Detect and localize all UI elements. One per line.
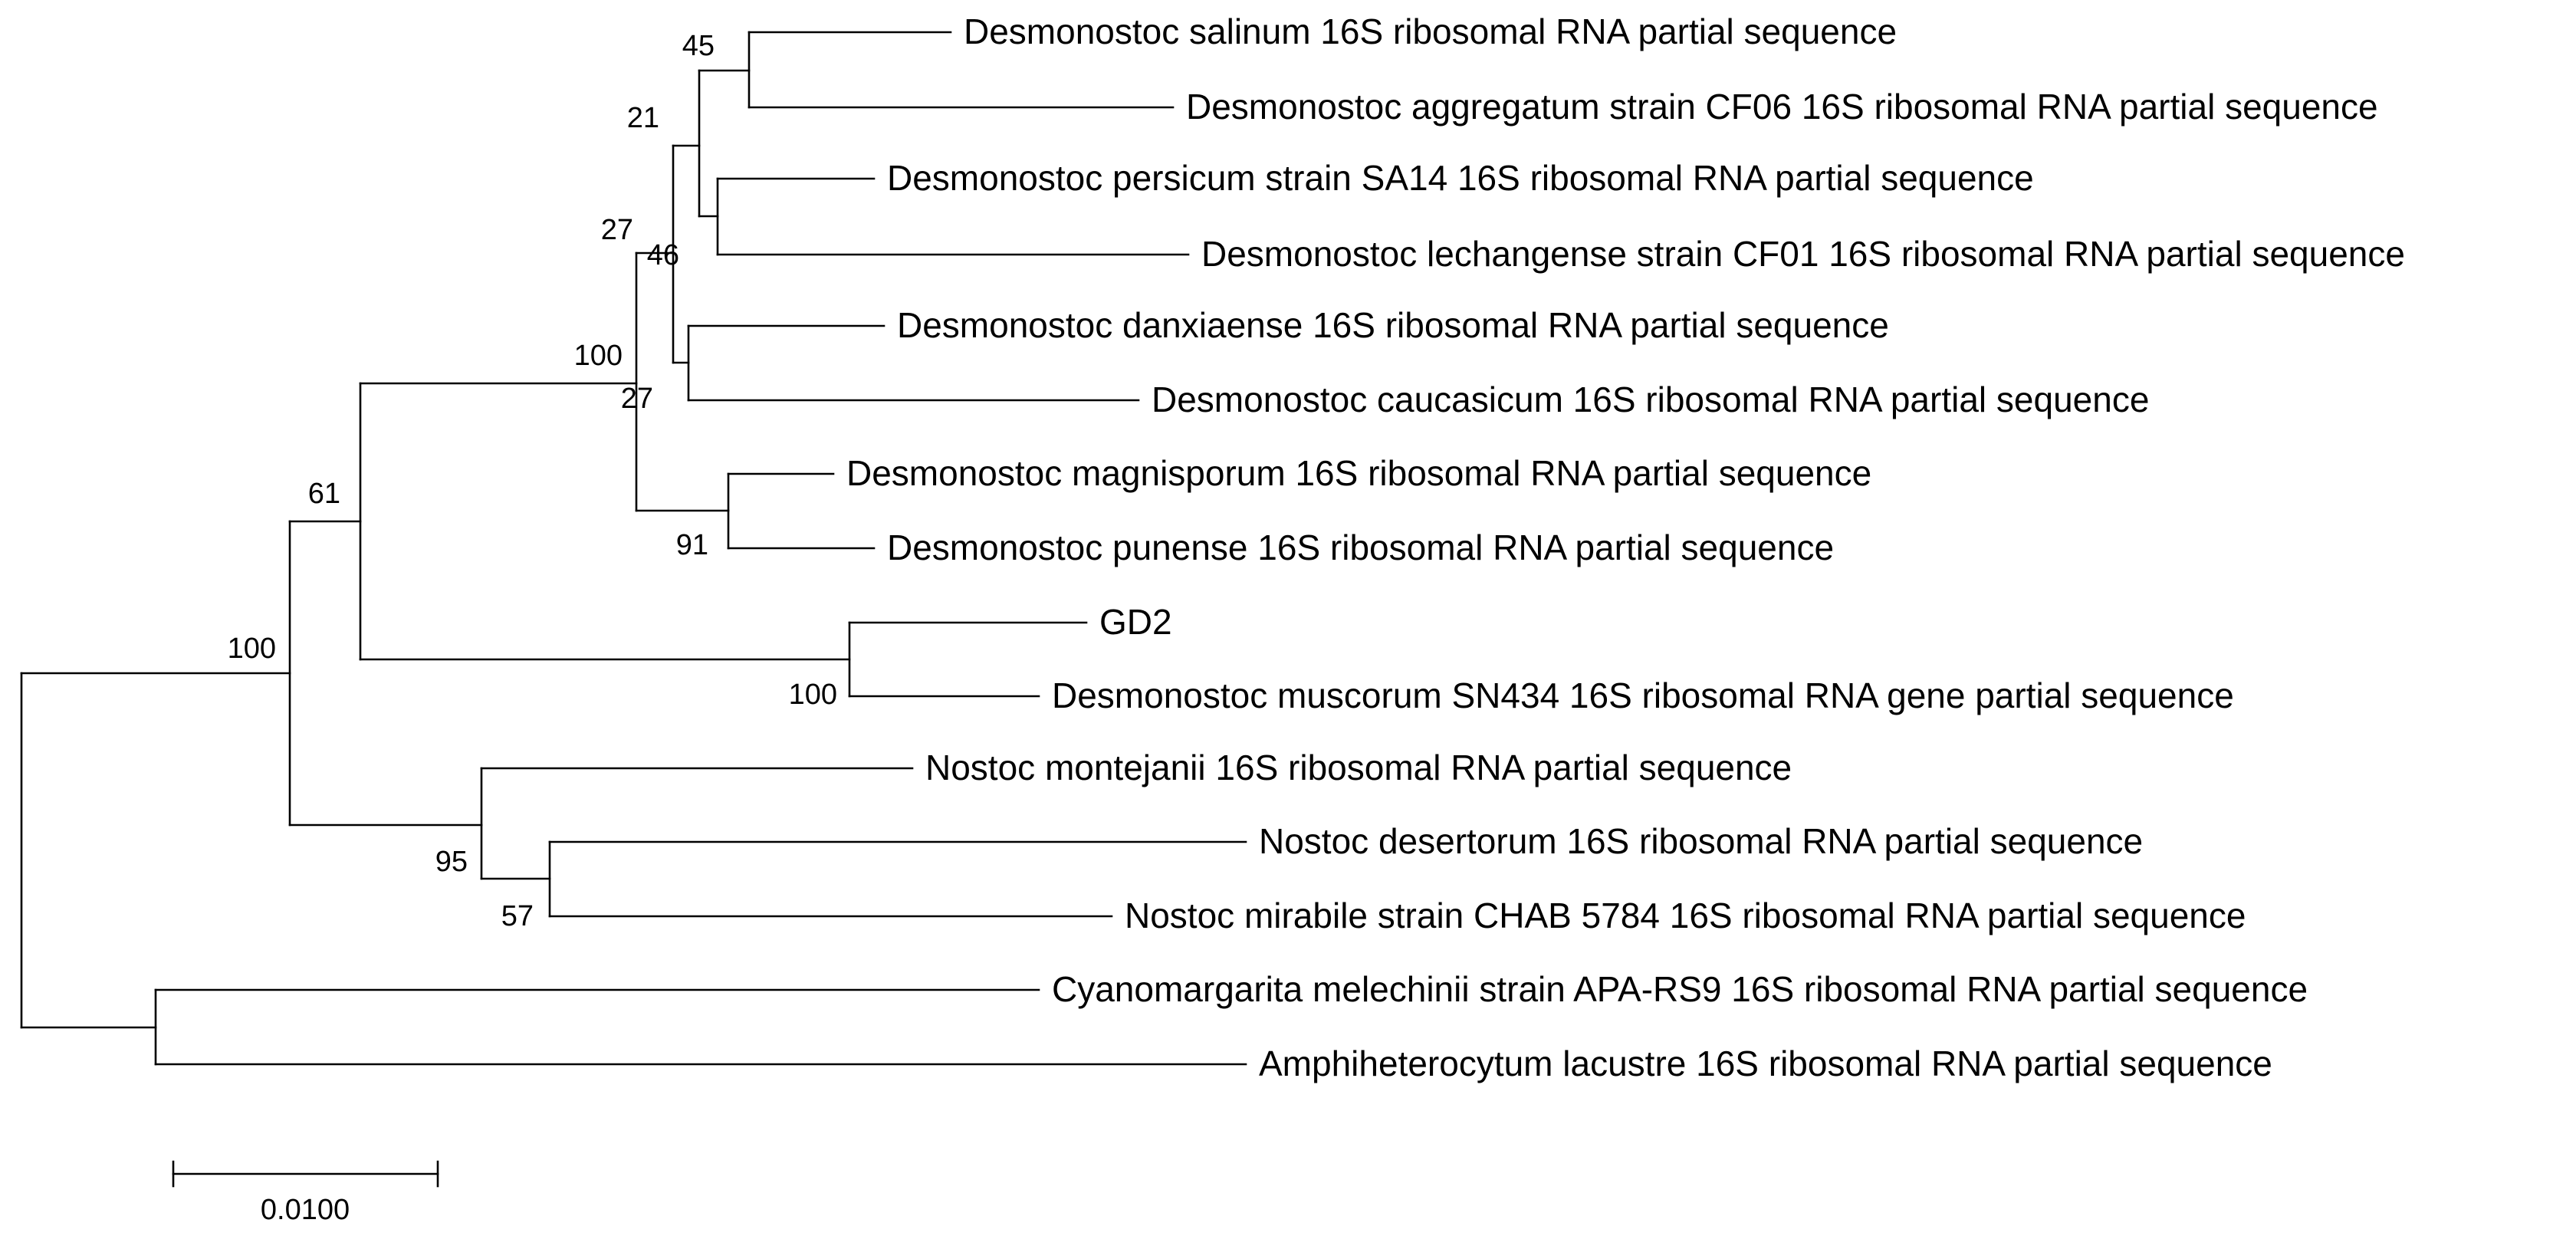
taxon-label: Desmonostoc magnisporum 16S ribosomal RN… — [846, 453, 1871, 493]
scale-bar-label: 0.0100 — [261, 1194, 350, 1226]
bootstrap-value: 57 — [501, 900, 534, 932]
taxon-label: Desmonostoc muscorum SN434 16S ribosomal… — [1052, 676, 2234, 715]
tree-branches — [20, 31, 1247, 1066]
taxon-label: Desmonostoc lechangense strain CF01 16S … — [1201, 234, 2405, 274]
support-values: 45 21 46 27 27 100 91 61 100 100 95 57 — [228, 30, 837, 932]
taxon-label: Amphiheterocytum lacustre 16S ribosomal … — [1259, 1044, 2272, 1083]
bootstrap-value: 100 — [228, 633, 276, 665]
bootstrap-value: 21 — [627, 102, 659, 134]
bootstrap-value: 95 — [435, 846, 468, 878]
bootstrap-value: 27 — [621, 383, 653, 415]
taxon-label: Desmonostoc salinum 16S ribosomal RNA pa… — [964, 12, 1897, 51]
bootstrap-value: 91 — [676, 529, 708, 561]
taxon-label: Cyanomargarita melechinii strain APA-RS9… — [1052, 969, 2308, 1009]
taxon-label: Desmonostoc persicum strain SA14 16S rib… — [887, 158, 2034, 198]
taxon-label: Nostoc mirabile strain CHAB 5784 16S rib… — [1125, 896, 2246, 935]
bootstrap-value: 100 — [574, 340, 623, 372]
bootstrap-value: 27 — [601, 214, 633, 246]
taxon-label: Nostoc montejanii 16S ribosomal RNA part… — [925, 748, 1792, 787]
taxon-label: Desmonostoc punense 16S ribosomal RNA pa… — [887, 528, 1834, 567]
taxon-label: Nostoc desertorum 16S ribosomal RNA part… — [1259, 821, 2143, 861]
scale-bar: 0.0100 — [172, 1160, 439, 1226]
taxon-label: Desmonostoc caucasicum 16S ribosomal RNA… — [1152, 380, 2149, 419]
bootstrap-value: 45 — [682, 30, 715, 62]
bootstrap-value: 61 — [308, 478, 340, 510]
taxon-labels: Desmonostoc salinum 16S ribosomal RNA pa… — [846, 12, 2405, 1083]
taxon-label: Desmonostoc aggregatum strain CF06 16S r… — [1186, 87, 2378, 127]
bootstrap-value: 100 — [789, 679, 837, 711]
bootstrap-value: 46 — [647, 239, 679, 271]
taxon-label: Desmonostoc danxiaense 16S ribosomal RNA… — [897, 305, 1889, 345]
taxon-label: GD2 — [1099, 602, 1172, 642]
